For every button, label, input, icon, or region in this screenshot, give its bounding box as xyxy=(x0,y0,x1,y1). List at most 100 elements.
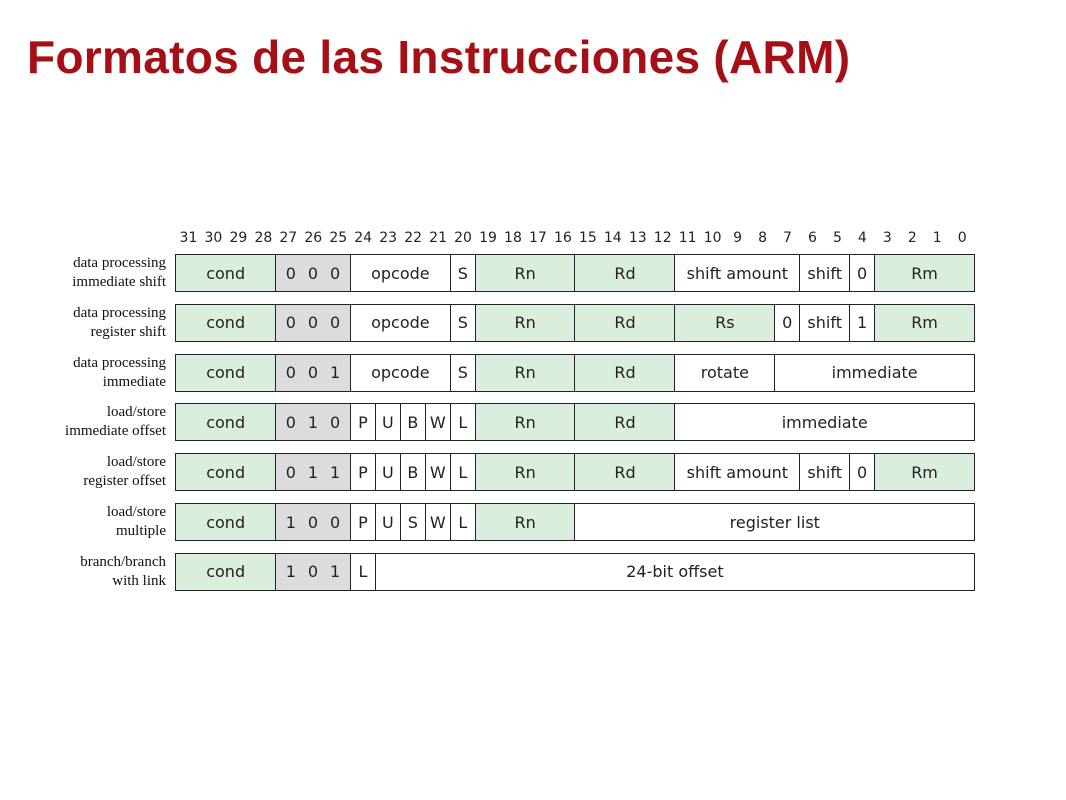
bit-field: Rn xyxy=(474,453,576,492)
bit-number: 2 xyxy=(907,230,917,246)
bit-field: W xyxy=(424,503,452,542)
bit-field: S xyxy=(449,353,476,392)
bit-field: Rd xyxy=(574,353,676,392)
bit-value: 1 xyxy=(285,512,296,532)
bit-number: 7 xyxy=(783,230,792,246)
bit-field: Rn xyxy=(474,503,576,542)
bit-field: shift xyxy=(799,303,851,342)
bit-field: S xyxy=(399,503,427,542)
bit-field: L xyxy=(449,453,476,492)
bit-field: P xyxy=(349,453,377,492)
bit-number: 21 xyxy=(429,230,447,246)
bit-value: 0 xyxy=(307,562,319,582)
bit-field: S xyxy=(449,254,476,292)
bit-number: 0 xyxy=(957,230,967,246)
bit-number: 16 xyxy=(553,230,572,246)
bit-field: L xyxy=(349,552,377,591)
bit-number: 20 xyxy=(454,230,472,246)
bit-value: 0 xyxy=(330,263,341,283)
bit-number: 15 xyxy=(578,230,597,246)
bit-field: Rm xyxy=(873,453,976,492)
bit-value: 0 xyxy=(307,363,319,383)
bit-value: 1 xyxy=(330,562,341,582)
bit-value: 0 xyxy=(330,313,341,333)
bit-field: shift xyxy=(799,453,851,492)
bit-field: opcode xyxy=(349,303,452,342)
bit-field: Rn xyxy=(474,254,576,292)
bit-number: 28 xyxy=(254,230,273,246)
bit-field: shift amount xyxy=(674,453,801,492)
bit-value: 1 xyxy=(330,462,341,482)
bit-field: W xyxy=(424,453,452,492)
bit-number: 19 xyxy=(479,230,497,246)
slide-title: Formatos de las Instrucciones (ARM) xyxy=(27,31,851,83)
bit-value: 0 xyxy=(330,512,341,532)
bit-value: 0 xyxy=(307,512,319,532)
bit-number: 29 xyxy=(229,230,248,246)
bit-number: 31 xyxy=(179,230,198,246)
bit-field: shift xyxy=(799,254,851,292)
bit-field: Rm xyxy=(873,254,976,292)
bit-value: 0 xyxy=(285,263,296,283)
bit-number: 11 xyxy=(678,230,697,246)
bit-number: 6 xyxy=(808,230,817,246)
row-label: data processing immediate shift xyxy=(20,254,166,292)
bit-field: L xyxy=(449,503,476,542)
bit-value: 0 xyxy=(285,363,296,383)
bit-value: 0 xyxy=(307,313,319,333)
bit-field: L xyxy=(449,403,476,442)
bit-field: 0 xyxy=(848,254,876,292)
row-label-line: data processing xyxy=(73,304,166,321)
bit-value: 1 xyxy=(307,462,319,482)
bit-field: U xyxy=(374,503,402,542)
bit-field: Rn xyxy=(474,353,576,392)
bit-field: cond xyxy=(175,503,277,542)
bit-field: 1 xyxy=(848,303,876,342)
bit-number: 12 xyxy=(653,230,672,246)
bit-field: B xyxy=(399,453,427,492)
row-label-line: immediate shift xyxy=(72,274,166,290)
bit-value: 0 xyxy=(307,263,319,283)
row-label-line: register offset xyxy=(83,473,166,490)
bit-field: Rn xyxy=(474,403,576,442)
bit-number: 22 xyxy=(404,230,423,246)
bit-number: 17 xyxy=(528,230,547,246)
bit-value: 1 xyxy=(285,562,296,582)
bit-number: 26 xyxy=(304,230,323,246)
bit-number: 27 xyxy=(279,230,298,246)
bit-number: 14 xyxy=(603,230,622,246)
row-label-line: immediate offset xyxy=(65,423,166,440)
bit-field: Rm xyxy=(873,303,976,342)
bit-field: Rn xyxy=(474,303,576,342)
bit-field: Rd xyxy=(574,403,676,442)
bit-field: Rd xyxy=(574,453,676,492)
bit-field: cond xyxy=(175,303,277,342)
bit-field: 0 xyxy=(848,453,876,492)
bit-number: 10 xyxy=(703,230,722,246)
bit-number: 5 xyxy=(832,230,842,246)
bit-field: shift amount xyxy=(674,254,801,292)
bit-field: immediate xyxy=(774,353,976,392)
bit-value: 1 xyxy=(330,363,341,383)
bit-field: Rs xyxy=(674,303,776,342)
bit-value: 0 xyxy=(285,412,296,432)
bit-number: 8 xyxy=(758,230,767,246)
bit-field: cond xyxy=(175,453,277,492)
bit-field: P xyxy=(349,503,377,542)
bit-number: 1 xyxy=(932,230,942,246)
bit-field: P xyxy=(349,403,377,442)
row-label-line: data processing xyxy=(73,255,166,271)
bit-number: 24 xyxy=(354,230,373,246)
row-label-line: branch/branch xyxy=(80,553,166,570)
bit-field: U xyxy=(374,403,402,442)
